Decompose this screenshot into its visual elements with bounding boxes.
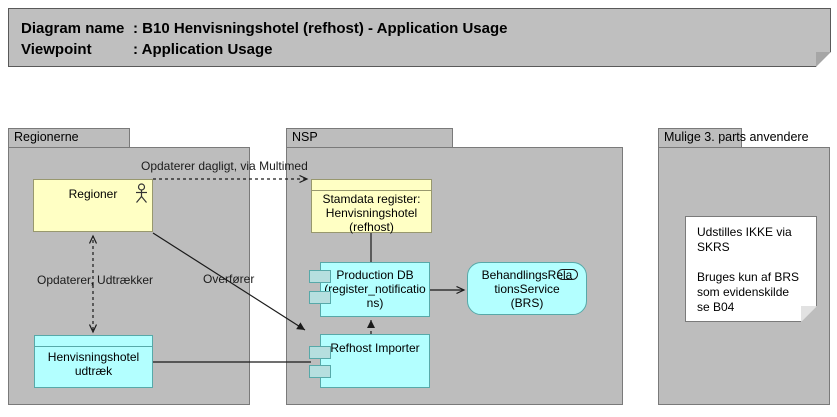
component-icon xyxy=(309,346,331,359)
group-tab-regionerne: Regionerne xyxy=(8,128,130,148)
object-top-compartment xyxy=(35,336,152,347)
connector-label-opdaterer-dagligt: Opdaterer dagligt, via Multimed xyxy=(141,159,308,173)
node-henvisningshotel-udtraek: Henvisningshotel udtræk xyxy=(34,335,153,388)
note-line: Udstilles IKKE via SKRS xyxy=(697,225,792,254)
service-icon xyxy=(557,269,578,280)
connector-label-overfoerer: Overfører xyxy=(203,272,255,286)
node-label: Henvisningshotel udtræk xyxy=(47,350,140,378)
node-label: Stamdata register: Henvisningshotel (ref… xyxy=(322,192,421,234)
folded-corner-cut xyxy=(816,52,831,67)
note-line: se B04 xyxy=(697,300,735,314)
component-icon xyxy=(309,291,331,304)
object-top-compartment xyxy=(312,180,431,191)
viewpoint-label: Viewpoint xyxy=(21,41,92,58)
group-label: NSP xyxy=(292,130,318,144)
node-production-db: Production DB (register_notifications) xyxy=(309,262,430,317)
title-colon: : xyxy=(133,20,138,37)
node-stamdata-register: Stamdata register: Henvisningshotel (ref… xyxy=(311,179,432,234)
group-tab-nsp: NSP xyxy=(286,128,453,148)
title-value: B10 Henvisningshotel (refhost) - Applica… xyxy=(142,20,508,37)
group-label: Mulige 3. parts anvendere xyxy=(664,130,809,144)
title-label: Diagram name xyxy=(21,20,125,37)
folded-corner-cut xyxy=(801,306,817,322)
node-refhost-importer: Refhost Importer xyxy=(309,334,430,388)
title-row-diagram-name: Diagram name: B10 Henvisningshotel (refh… xyxy=(21,18,830,39)
title-row-viewpoint: Viewpoint: Application Usage xyxy=(21,39,830,60)
actor-icon xyxy=(134,183,149,207)
node-label: Production DB (register_notifications) xyxy=(324,268,426,310)
diagram-title-note: Diagram name: B10 Henvisningshotel (refh… xyxy=(8,8,831,67)
node-regioner: Regioner xyxy=(33,179,153,232)
note-line xyxy=(697,255,812,270)
viewpoint-colon: : xyxy=(133,41,138,58)
viewpoint-value: Application Usage xyxy=(141,41,273,58)
node-label: BehandlingsRelationsService (BRS) xyxy=(481,268,573,310)
node-behandlingsrelationsservice: BehandlingsRelationsService (BRS) xyxy=(467,262,587,315)
node-label: Regioner xyxy=(68,187,118,201)
connector-label-opdaterer-udtraekker: Opdaterer, Udtrækker xyxy=(37,273,154,287)
component-icon xyxy=(309,365,331,378)
annotation-note: Udstilles IKKE via SKRS Bruges kun af BR… xyxy=(685,216,817,322)
note-line: Bruges kun af BRS som evidenskilde xyxy=(697,270,800,299)
node-label: Refhost Importer xyxy=(330,341,420,355)
group-label: Regionerne xyxy=(14,130,79,144)
group-tab-mulige-3-parts: Mulige 3. parts anvendere xyxy=(658,128,809,148)
component-icon xyxy=(309,270,331,283)
